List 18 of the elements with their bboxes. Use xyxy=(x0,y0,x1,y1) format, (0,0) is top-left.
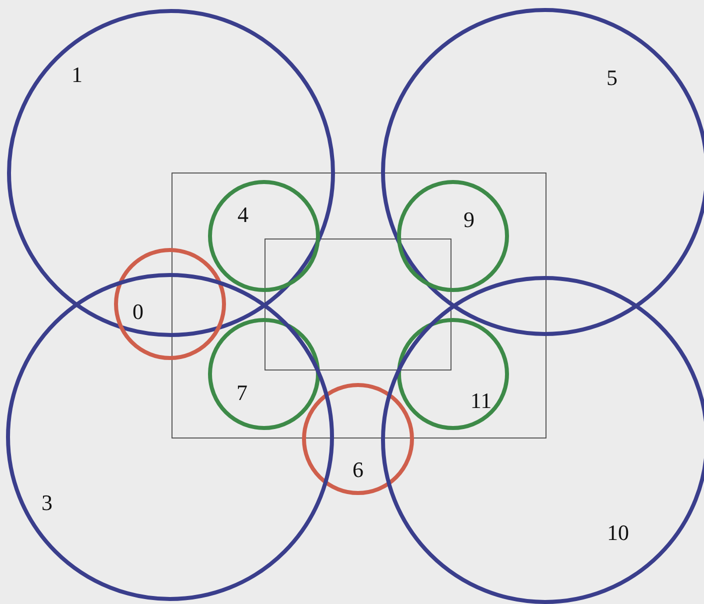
circle-number: 4 xyxy=(238,204,248,226)
circle-number: 0 xyxy=(132,301,144,323)
circle-node xyxy=(397,180,509,292)
circle-node xyxy=(302,383,414,495)
circle-number: 5 xyxy=(606,67,618,89)
circle-node xyxy=(7,9,335,337)
circle-number: 3 xyxy=(42,492,52,514)
circle-number: 1 xyxy=(72,64,82,86)
circle-node xyxy=(208,318,320,430)
circle-node xyxy=(208,180,320,292)
circle-number: 9 xyxy=(464,209,474,231)
circle-number: 6 xyxy=(352,459,364,481)
circle-number: 7 xyxy=(236,382,248,404)
circle-node xyxy=(397,318,509,430)
circle-node xyxy=(114,248,226,360)
circle-number: 10 xyxy=(607,522,629,544)
circle-node xyxy=(6,273,334,601)
circle-number: 11 xyxy=(470,390,492,412)
